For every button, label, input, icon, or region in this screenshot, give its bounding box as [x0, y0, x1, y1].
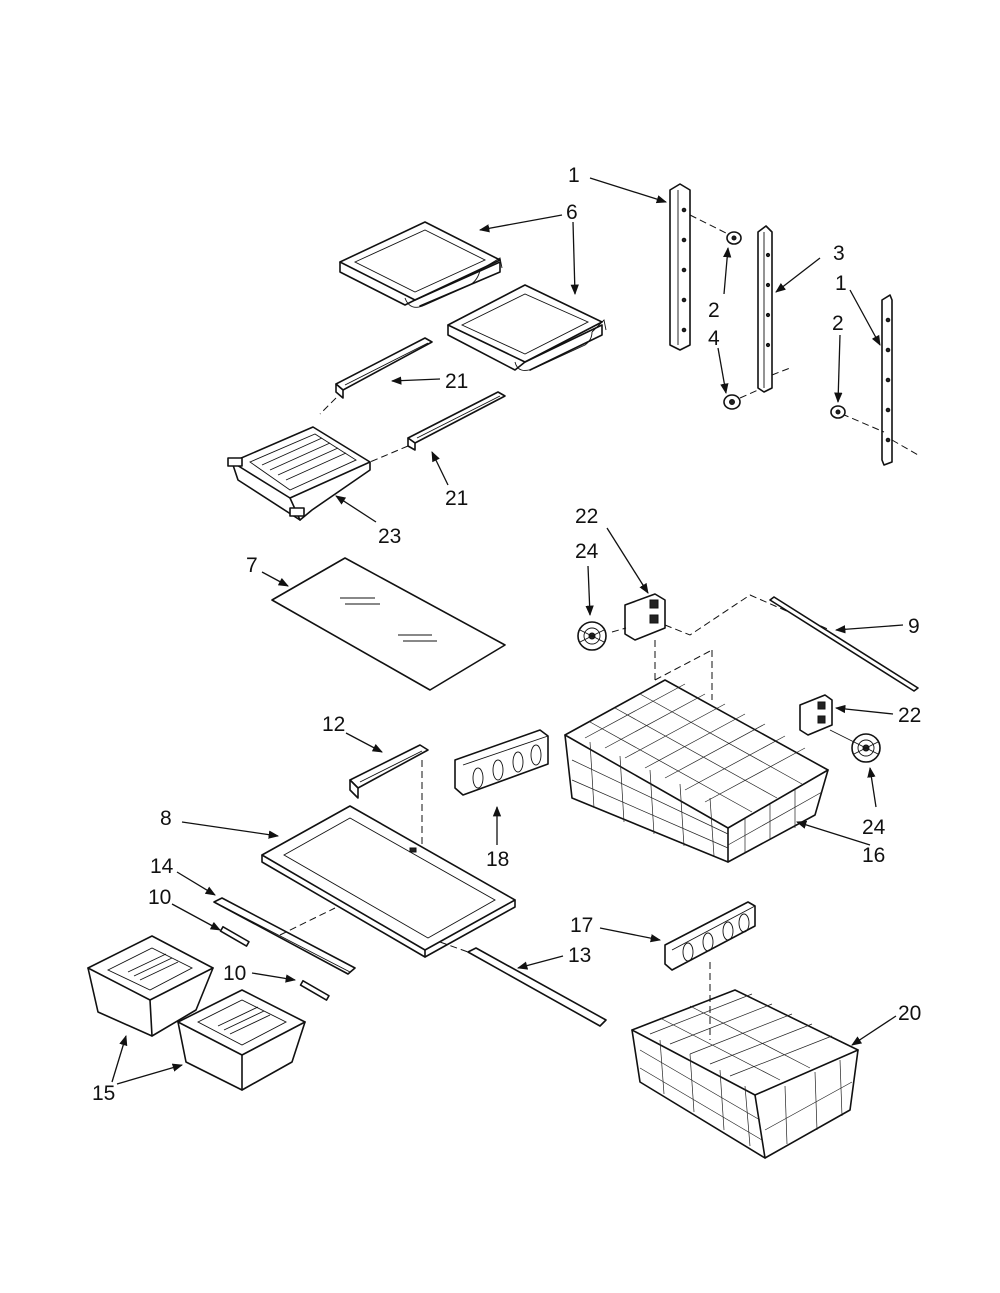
clip-lower: [299, 979, 330, 1001]
basket-rod: [769, 596, 919, 692]
basket-slide-left: [454, 729, 549, 796]
glass-shelf: [271, 557, 506, 691]
callout-3: 3: [833, 242, 845, 265]
callout-24-upper: 24: [575, 540, 599, 563]
basket-knob-lower: [851, 733, 881, 763]
callout-4: 4: [708, 327, 720, 350]
crisper-bin-right: [177, 989, 306, 1091]
crisper-cover-trim: [213, 897, 356, 975]
basket-slide-lower: [664, 901, 756, 971]
callout-9: 9: [908, 615, 920, 638]
screw-upper: [689, 214, 742, 245]
drawer-slide-lower: [369, 391, 506, 463]
callout-1-upper: 1: [568, 164, 580, 187]
freezer-basket-upper: [564, 649, 829, 863]
shelf-rail-left: [669, 183, 691, 351]
callout-10-lower: 10: [223, 962, 246, 985]
shelf-frame: [261, 805, 516, 958]
callout-17: 17: [570, 914, 593, 937]
basket-bracket-upper: [611, 593, 831, 680]
callout-14: 14: [150, 855, 174, 878]
callout-22-upper: 22: [575, 505, 598, 528]
callout-22-lower: 22: [898, 704, 921, 727]
callout-6-upper: 6: [566, 201, 578, 224]
callout-12: 12: [322, 713, 345, 736]
callout-2-lower: 2: [832, 312, 844, 335]
leader-lines: [111, 177, 904, 1085]
clip-upper: [219, 925, 250, 947]
callout-13: 13: [568, 944, 591, 967]
callout-20: 20: [898, 1002, 921, 1025]
shelf-rod: [439, 941, 607, 1027]
callout-7: 7: [246, 554, 258, 577]
shelf-upper: [339, 221, 503, 308]
screw-lower: [723, 389, 759, 410]
callout-23: 23: [378, 525, 401, 548]
callout-18: 18: [486, 848, 509, 871]
callout-24-lower: 24: [862, 816, 886, 839]
shelf-rail-center: [757, 225, 791, 393]
callout-16: 16: [862, 844, 885, 867]
callout-labels: 1 6 3 1 2 2 4 21 21 23 22 24 7 9 22 12 2…: [92, 164, 921, 1105]
callout-15: 15: [92, 1082, 115, 1105]
drawer-slide-upper: [319, 337, 433, 415]
callout-2-upper: 2: [708, 299, 720, 322]
basket-bracket-lower: [799, 694, 859, 745]
crisper-bin-left: [87, 935, 214, 1037]
basket-knob-upper: [577, 621, 607, 651]
callout-8: 8: [160, 807, 172, 830]
callout-1-lower: 1: [835, 272, 847, 295]
callout-21-lower: 21: [445, 487, 468, 510]
shelf-cover: [349, 744, 429, 850]
shelf-lower: [447, 284, 607, 371]
callout-21-upper: 21: [445, 370, 468, 393]
callout-10-upper: 10: [148, 886, 171, 909]
freezer-basket-lower: [631, 962, 859, 1159]
screw-right: [830, 405, 885, 433]
crisper-drawer: [227, 426, 371, 521]
shelf-rail-right: [881, 294, 919, 466]
